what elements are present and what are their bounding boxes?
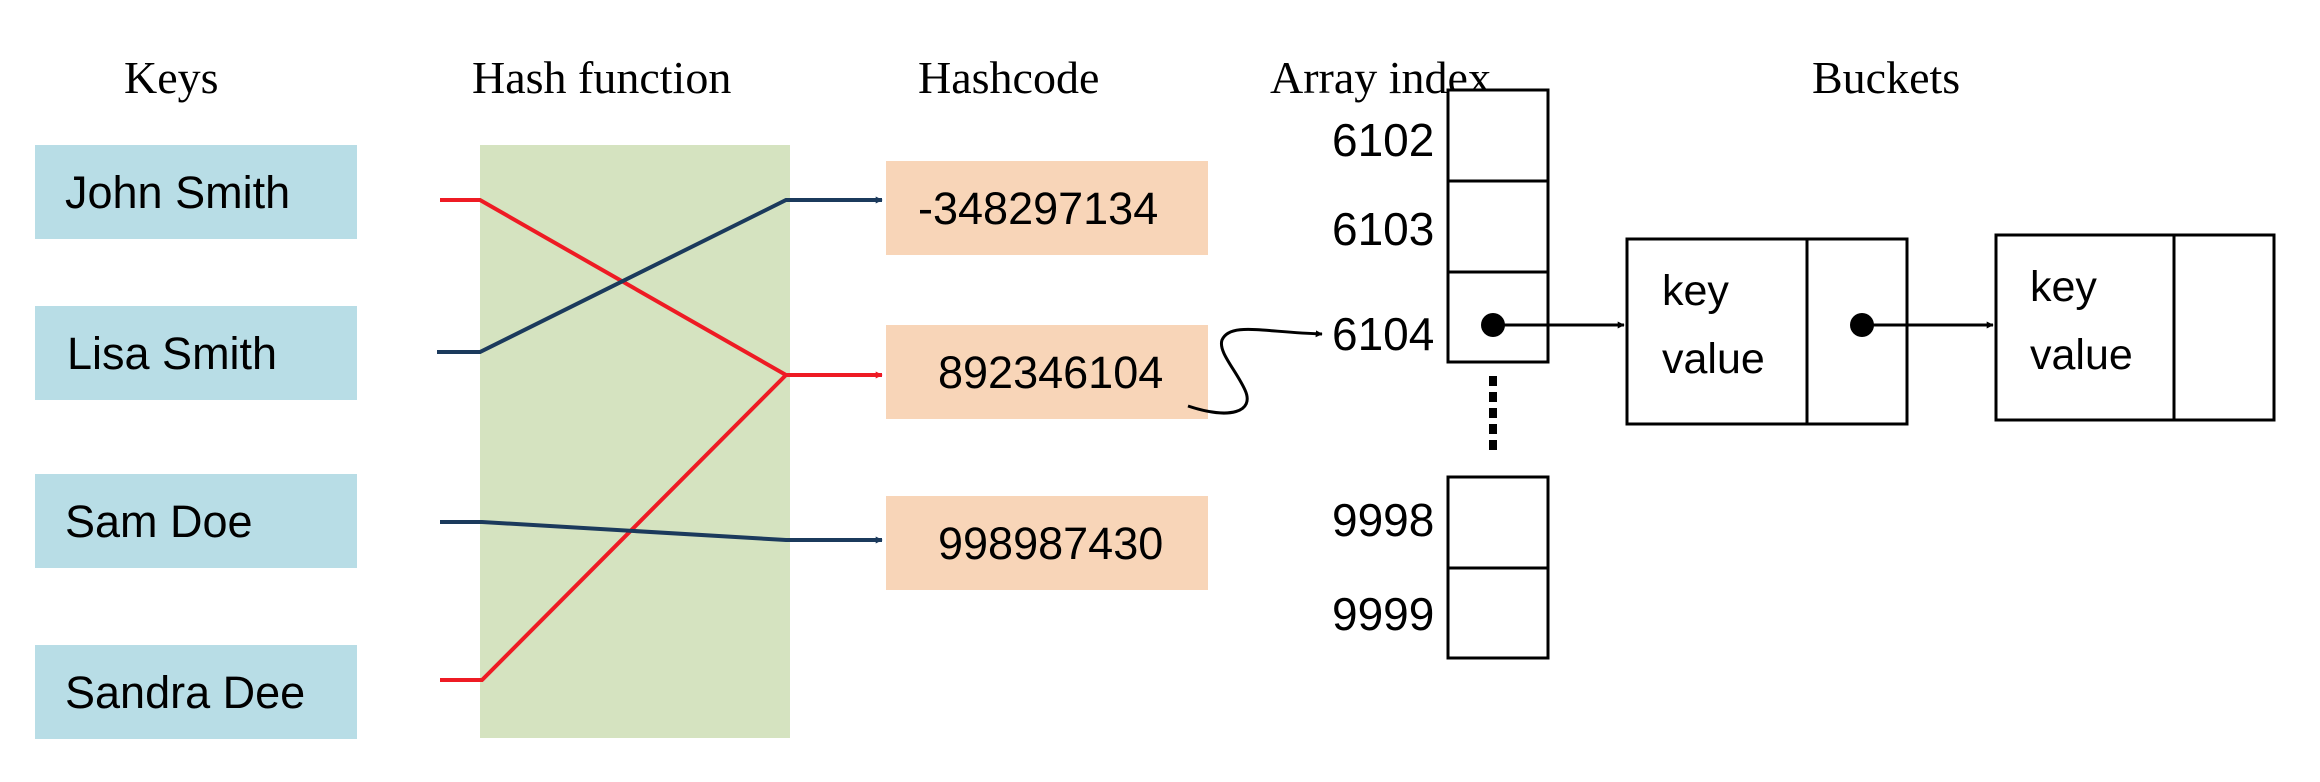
- hashcode-box: 892346104: [886, 325, 1208, 419]
- mapping-line-lisa-smith: [437, 196, 883, 354]
- hash-function-area: [480, 145, 790, 738]
- key-label: Sam Doe: [65, 496, 253, 547]
- bucket-node: key value: [1994, 233, 2276, 422]
- array-index-label: 6104: [1332, 308, 1434, 360]
- mapping-line-sam-doe: [440, 520, 883, 544]
- array-cell: [1446, 475, 1550, 570]
- index-mapping-curve: [1187, 327, 1323, 415]
- bucket-value: value: [1662, 335, 1765, 383]
- bucket-key: key: [2030, 263, 2097, 311]
- key-label: Lisa Smith: [67, 328, 277, 379]
- bucket-key: key: [1662, 267, 1729, 315]
- bucket-data-cell: [1625, 237, 1809, 426]
- hashcode-box: -348297134: [886, 161, 1208, 255]
- hashcode-value: 892346104: [938, 347, 1163, 398]
- array-index-label: 9999: [1332, 588, 1434, 640]
- bucket-node: key value: [1625, 237, 1909, 426]
- key-box: Sandra Dee: [35, 645, 357, 739]
- bucket-next-cell: [2172, 233, 2276, 422]
- header-buckets: Buckets: [1812, 52, 1960, 103]
- key-box: Sam Doe: [35, 474, 357, 568]
- header-hash-function: Hash function: [472, 52, 731, 103]
- array-cell: [1446, 88, 1550, 183]
- hashcode-box: 998987430: [886, 496, 1208, 590]
- array-cell: [1446, 566, 1550, 660]
- header-keys: Keys: [124, 52, 219, 103]
- key-box: John Smith: [35, 145, 357, 239]
- array-cell: [1446, 179, 1550, 274]
- mapping-line-sandra-dee: [440, 373, 788, 682]
- bucket-value: value: [2030, 331, 2133, 379]
- hashcode-value: 998987430: [938, 518, 1163, 569]
- hashcode-value: -348297134: [918, 183, 1158, 234]
- key-box: Lisa Smith: [35, 306, 357, 400]
- array-index-label: 6102: [1332, 114, 1434, 166]
- key-label: Sandra Dee: [65, 667, 305, 718]
- header-hashcode: Hashcode: [918, 52, 1099, 103]
- mapping-line-john-smith: [440, 198, 883, 379]
- array-index-label: 9998: [1332, 494, 1434, 546]
- key-label: John Smith: [65, 167, 290, 218]
- array-index-label: 6103: [1332, 203, 1434, 255]
